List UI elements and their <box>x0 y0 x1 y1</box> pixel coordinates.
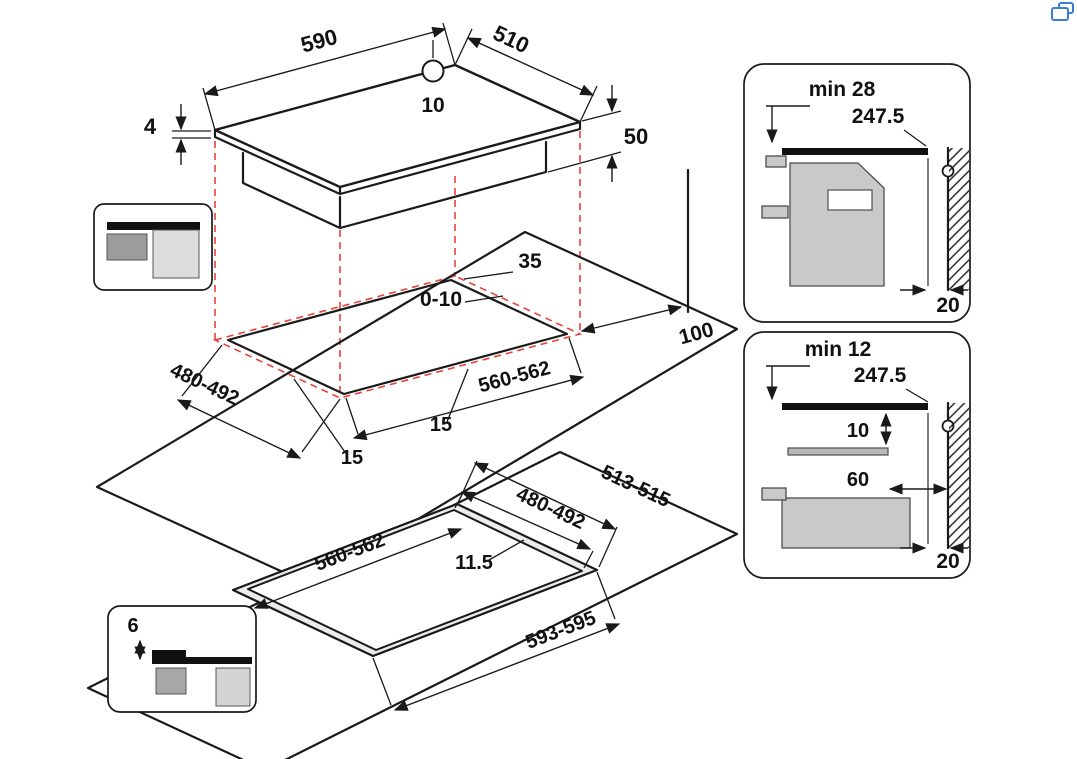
clearance-panel-oven: min 28 247.5 20 <box>743 63 971 323</box>
ext-line <box>547 151 622 173</box>
worktop-outline <box>95 230 739 586</box>
worktop-section <box>152 229 200 279</box>
window-front-glyph[interactable] <box>1051 7 1069 21</box>
dim-half-width-shelf: 247.5 <box>854 364 907 387</box>
dim-cutout-width: 560-562 <box>476 357 553 397</box>
hob-body <box>241 140 548 230</box>
leader-line <box>463 271 514 280</box>
ext-line <box>301 398 341 453</box>
fixing-bracket <box>761 487 787 501</box>
hob-hole <box>421 59 445 83</box>
ext-line <box>596 571 616 620</box>
cabinet-section <box>106 233 148 261</box>
wall-hatching <box>949 403 969 548</box>
hob-glass-section <box>152 657 252 664</box>
worktop-lip-section <box>152 650 186 657</box>
label-min-clearance-oven: min 28 <box>809 78 876 101</box>
dim-wall-gap-oven: 20 <box>936 294 959 317</box>
leader-line <box>293 378 348 456</box>
dim-shelf-gap: 10 <box>847 420 869 442</box>
dim-line-wall-distance <box>580 304 683 334</box>
leader-line <box>464 295 504 303</box>
dim-flush-outer-depth: 513-515 <box>598 461 674 512</box>
ext-line <box>372 657 392 706</box>
ext-line <box>345 397 359 435</box>
dim-corner-radius: 35 <box>518 250 542 273</box>
dim-line-flush-outer-width <box>393 623 621 711</box>
ext-line <box>568 337 582 374</box>
hob-footprint-outline <box>212 275 583 399</box>
clearance-panel-shelf: min 12 247.5 10 60 20 <box>743 331 971 579</box>
dim-rear-gap: 0-10 <box>420 288 462 311</box>
dim-recess-depth: 6 <box>127 615 138 637</box>
external-window-icon[interactable] <box>1051 2 1074 21</box>
worktop-section <box>215 667 251 707</box>
dim-wall-gap-shelf: 20 <box>936 550 959 573</box>
ext-line <box>583 550 594 569</box>
cabinet-section <box>155 667 187 695</box>
ext-line <box>581 110 622 122</box>
dim-line-flush-outer-depth <box>473 462 617 530</box>
drawer-cabinet <box>781 497 911 549</box>
hob-glass-top <box>213 63 582 189</box>
ext-line <box>202 87 216 131</box>
ext-line <box>454 28 473 66</box>
dim-line-hob-depth <box>466 37 595 96</box>
dim-line-flush-width <box>253 528 463 609</box>
dim-hole-diameter: 10 <box>421 94 444 117</box>
hob-glass-section <box>782 148 928 155</box>
ext-line <box>181 344 223 397</box>
ext-line <box>598 526 618 568</box>
oven-vent-slot <box>827 189 873 211</box>
oven-cabinet <box>789 162 885 287</box>
dim-hob-depth: 510 <box>489 20 533 58</box>
leader-line <box>903 129 927 147</box>
hob-glass-edge <box>213 120 582 196</box>
cutout-outline <box>226 278 569 396</box>
projection-lines <box>212 131 583 399</box>
dim-body-height: 50 <box>624 124 648 149</box>
dim-flush-depth: 480-492 <box>513 483 589 534</box>
hob-glass-section <box>782 403 928 410</box>
dim-hob-width: 590 <box>298 24 340 58</box>
dim-line-cutout-depth <box>176 399 302 459</box>
dim-half-width-oven: 247.5 <box>852 105 905 128</box>
surface-mount-inset <box>93 203 213 291</box>
dim-line-hob-width <box>203 26 447 97</box>
hob-isometric-view: 590 510 10 4 50 <box>144 20 648 230</box>
dim-glass-thickness: 4 <box>144 114 157 139</box>
dim-line-cutout-width <box>352 374 585 441</box>
leader-line <box>905 388 929 403</box>
separator-shelf <box>787 447 889 456</box>
label-min-clearance-shelf: min 12 <box>805 338 872 361</box>
hob-glass-section <box>107 222 200 230</box>
dim-overhang-side: 15 <box>341 447 363 469</box>
flush-mount-inset: 6 <box>107 605 257 713</box>
ext-line <box>579 85 598 123</box>
leader-line <box>446 368 469 423</box>
dim-shelf-setback: 60 <box>847 469 869 491</box>
fixing-bracket <box>761 205 789 219</box>
dim-overhang-front: 15 <box>430 414 452 436</box>
dim-flush-ledge: 11.5 <box>455 552 493 574</box>
wall-hatching <box>949 148 969 290</box>
fixing-bracket <box>765 155 787 168</box>
